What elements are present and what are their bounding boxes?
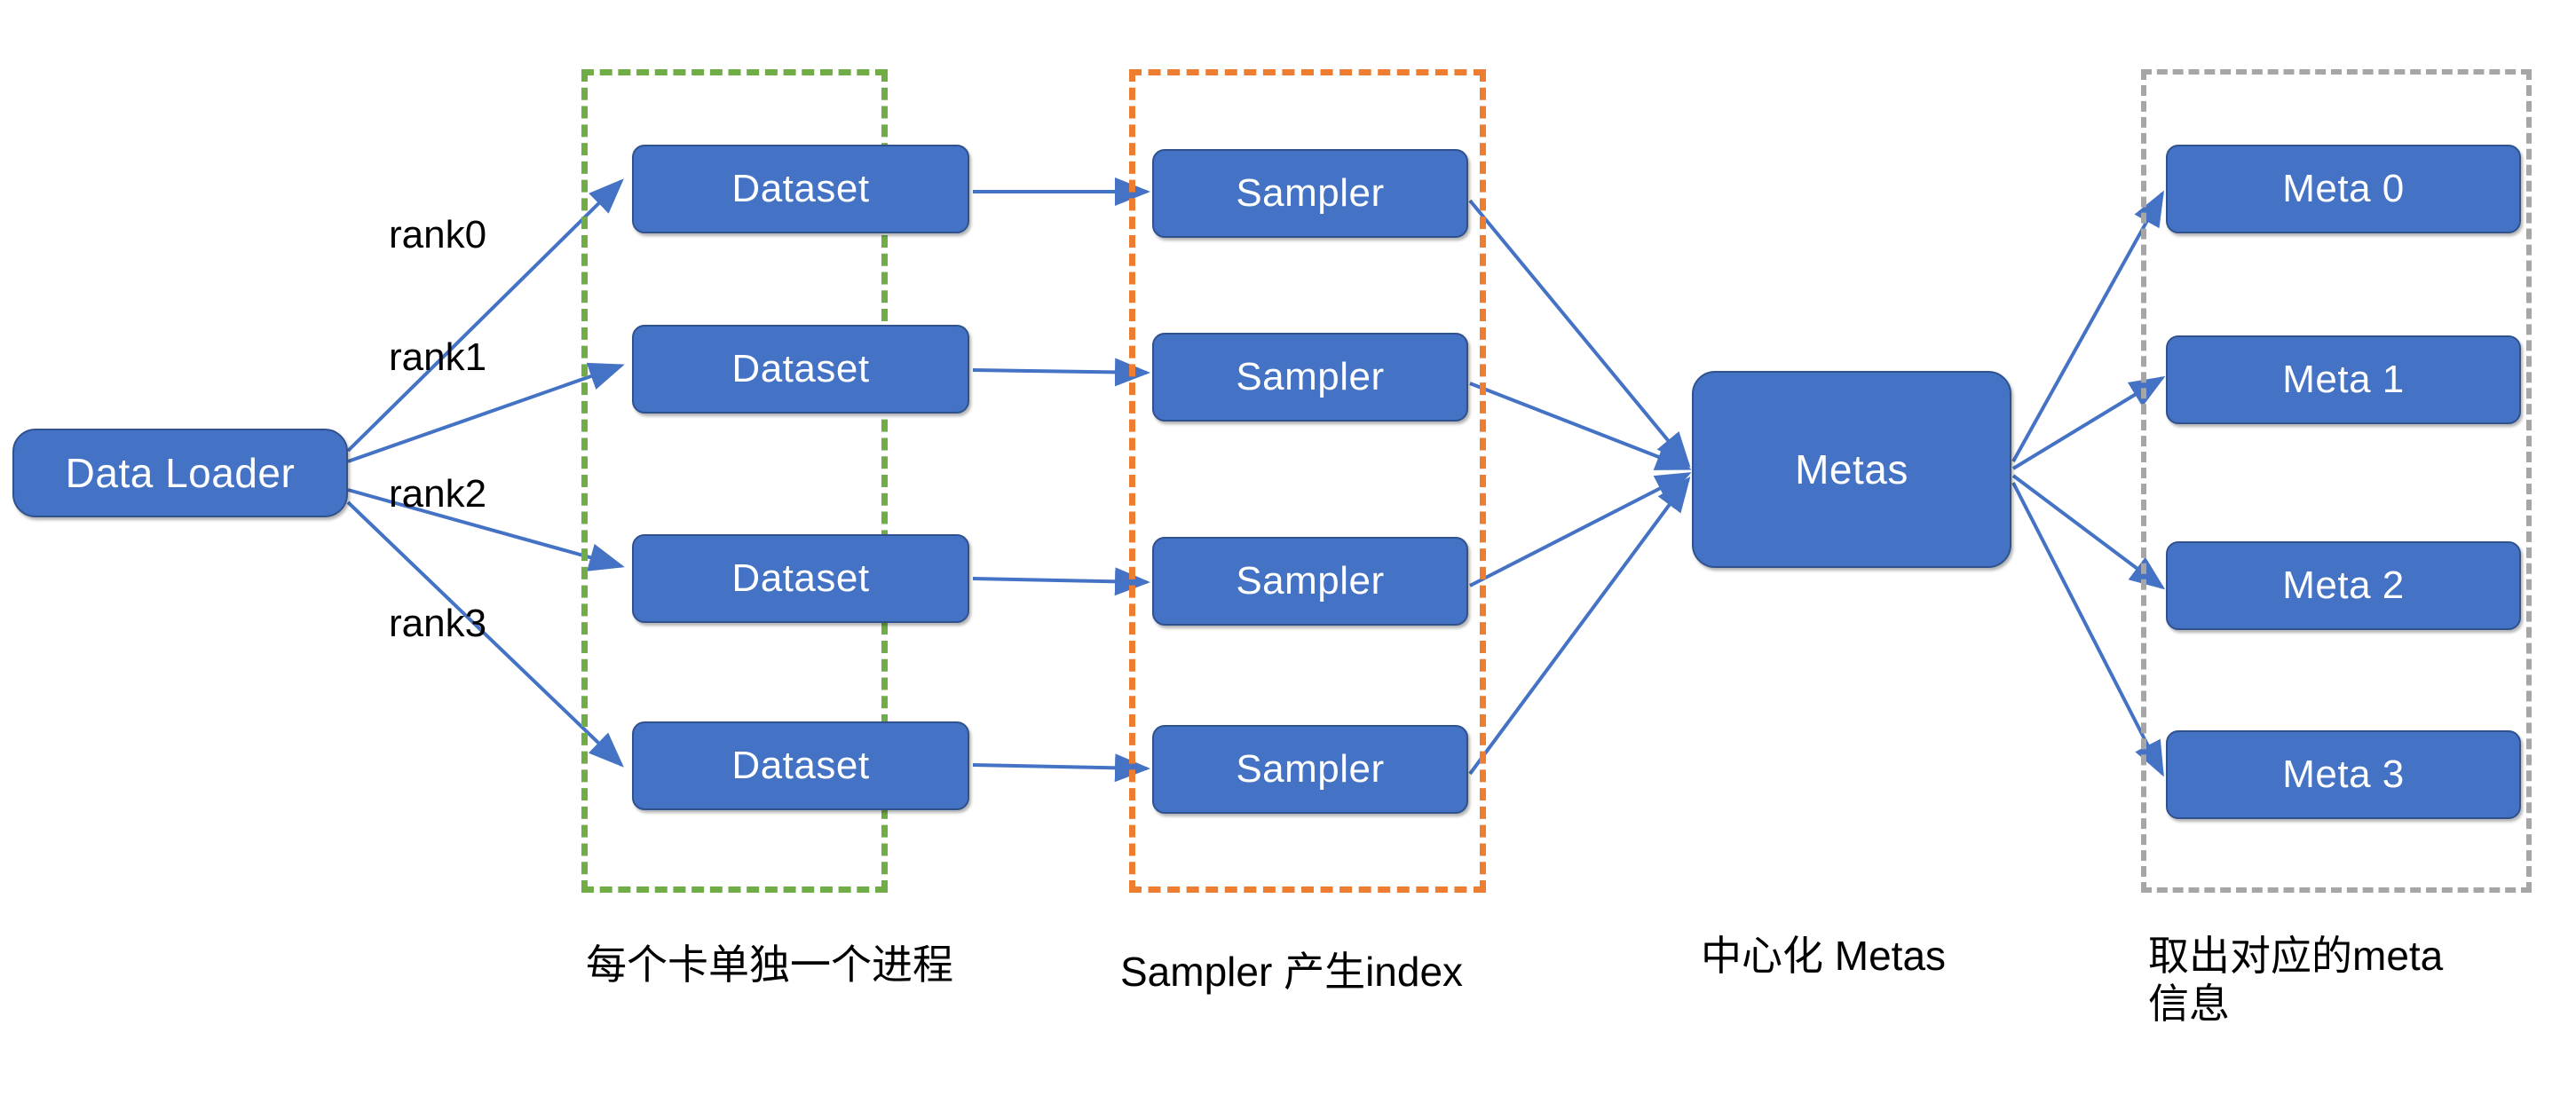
node-dataset-2-label: Dataset: [731, 556, 870, 600]
sampler-group-box: [1129, 69, 1486, 893]
dataset-group-box: [581, 69, 888, 893]
node-meta-2[interactable]: Meta 2: [2166, 541, 2521, 630]
node-dataset-0-label: Dataset: [731, 167, 870, 210]
rank3-text: rank3: [389, 602, 487, 645]
edge-sampler-1-to-metas: [1469, 382, 1692, 470]
edge-sampler-0-to-metas: [1468, 199, 1691, 469]
node-meta-3[interactable]: Meta 3: [2166, 730, 2521, 819]
edge-sampler-3-to-metas: [1468, 476, 1691, 776]
node-data-loader-label: Data Loader: [65, 450, 296, 496]
edge-dataset-1-to-sampler-1: [972, 358, 1150, 387]
edge-loader-to-dataset-1: [347, 362, 625, 463]
caption-metas-hub: 中心化 Metas: [1701, 933, 1947, 979]
rank2-text: rank2: [389, 472, 487, 516]
caption-dataset-group: 每个卡单独一个进程: [586, 942, 953, 988]
node-meta-3-label: Meta 3: [2282, 752, 2405, 796]
edge-dataset-2-to-sampler-2: [972, 567, 1150, 596]
node-meta-1[interactable]: Meta 1: [2166, 335, 2521, 424]
node-meta-1-label: Meta 1: [2282, 358, 2405, 401]
node-sampler-2-label: Sampler: [1236, 559, 1385, 603]
rank1-text: rank1: [389, 335, 487, 379]
node-sampler-0-label: Sampler: [1236, 171, 1385, 215]
node-meta-2-label: Meta 2: [2282, 563, 2405, 607]
edge-sampler-2-to-metas: [1469, 472, 1692, 587]
caption-meta-group: 取出对应的meta 信息: [2148, 933, 2444, 1028]
node-metas-hub[interactable]: Metas: [1692, 371, 2011, 568]
rank0-text: rank0: [389, 213, 487, 256]
node-meta-0-label: Meta 0: [2282, 167, 2405, 210]
node-data-loader[interactable]: Data Loader: [12, 429, 348, 517]
meta-group-box: [2141, 69, 2532, 893]
edge-dataset-3-to-sampler-3: [972, 753, 1150, 783]
node-dataset-1-label: Dataset: [731, 347, 870, 390]
edge-label-rank0: rank0: [389, 213, 486, 257]
node-sampler-1-label: Sampler: [1236, 355, 1385, 398]
edge-label-rank2: rank2: [389, 472, 486, 516]
edge-label-rank1: rank1: [389, 335, 486, 380]
node-metas-hub-label: Metas: [1795, 446, 1908, 492]
node-dataset-3-label: Dataset: [731, 744, 870, 787]
node-dataset-0[interactable]: Dataset: [632, 145, 969, 233]
node-sampler-1[interactable]: Sampler: [1152, 333, 1468, 422]
node-dataset-1[interactable]: Dataset: [632, 325, 969, 414]
edge-label-rank3: rank3: [389, 602, 486, 646]
node-sampler-3-label: Sampler: [1236, 747, 1385, 791]
node-sampler-0[interactable]: Sampler: [1152, 149, 1468, 238]
edge-metas-to-meta-2: [2011, 474, 2166, 590]
node-sampler-3[interactable]: Sampler: [1152, 725, 1468, 814]
edge-metas-to-meta-1: [2011, 375, 2166, 470]
node-dataset-3[interactable]: Dataset: [632, 721, 969, 810]
node-meta-0[interactable]: Meta 0: [2166, 145, 2521, 233]
caption-sampler-group: Sampler 产生index: [1120, 949, 1464, 995]
node-dataset-2[interactable]: Dataset: [632, 534, 969, 623]
edge-metas-to-meta-3: [2011, 482, 2164, 777]
node-sampler-2[interactable]: Sampler: [1152, 537, 1468, 626]
edge-metas-to-meta-0: [2011, 190, 2164, 462]
